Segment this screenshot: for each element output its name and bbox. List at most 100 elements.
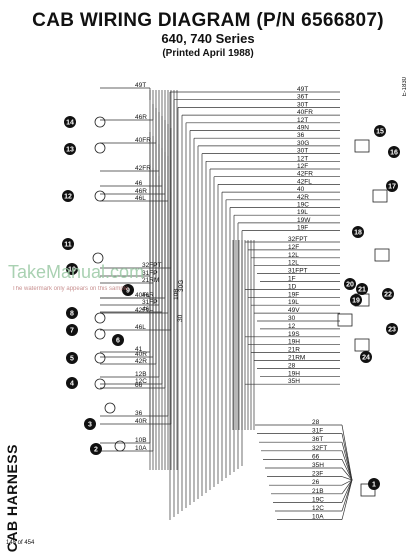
wire-label: 19H (288, 370, 300, 377)
wire-label: 12T (297, 155, 308, 162)
svg-text:20: 20 (346, 282, 354, 289)
wire-label: 42FL (135, 307, 150, 314)
wire-label: 40R (135, 351, 147, 358)
wire-label: 21RM (142, 277, 159, 284)
svg-text:21: 21 (358, 287, 366, 294)
wire-label: 30T (297, 148, 308, 155)
wire-label: 30G (297, 140, 309, 147)
wire-label: 36T (312, 436, 323, 443)
wire-label: 19F (288, 291, 299, 298)
component-symbol (372, 189, 388, 203)
wire-label: 19F (297, 225, 308, 232)
wire-label: 42FR (135, 165, 151, 172)
wire-label: 10B (135, 437, 147, 444)
wire-label: 1D (288, 283, 297, 290)
connector-callout-1: 1 (368, 478, 380, 490)
wire-label: 19L (288, 299, 299, 306)
wire-label: 12T (297, 117, 308, 124)
svg-text:10: 10 (68, 267, 76, 274)
wire-label: 36 (297, 132, 305, 139)
wire (341, 442, 353, 481)
wire-label: 49T (135, 82, 146, 89)
svg-text:18: 18 (354, 230, 362, 237)
svg-text:11: 11 (64, 242, 72, 249)
wire-label: 10B (173, 288, 180, 300)
svg-text:23: 23 (388, 327, 396, 334)
svg-text:5: 5 (70, 356, 74, 363)
connector-callout-24: 24 (360, 351, 372, 363)
component-symbol (104, 402, 116, 414)
wire-label: 19S (288, 331, 300, 338)
wire-label: 42FL (297, 178, 312, 185)
component-symbol (354, 338, 370, 352)
wire-label: 42R (297, 194, 309, 201)
wire-label: 36 (135, 410, 143, 417)
connector-callout-9: 9 (122, 284, 134, 296)
svg-text:14: 14 (66, 120, 74, 127)
wire-label: 19H (288, 339, 300, 346)
wire (341, 479, 353, 520)
svg-text:2: 2 (94, 447, 98, 454)
wire-label: 30G (178, 280, 185, 292)
print-date: (Printed April 1988) (162, 48, 254, 59)
component-symbol (94, 190, 106, 202)
wire-label: 21RM (288, 355, 305, 362)
wire-label: 12B (135, 371, 147, 378)
wire (341, 467, 353, 481)
wire-label: 19C (297, 202, 309, 209)
wire-label: 30 (288, 315, 296, 322)
wire-label: 40 (297, 186, 305, 193)
svg-text:13: 13 (66, 147, 74, 154)
connector-callout-7: 7 (66, 324, 78, 336)
wire-label: 36T (297, 94, 308, 101)
connector-callout-15: 15 (374, 125, 386, 137)
connector-callout-17: 17 (386, 180, 398, 192)
connector-callout-3: 3 (84, 418, 96, 430)
wire-label: 49V (288, 307, 300, 314)
connector-callout-6: 6 (112, 334, 124, 346)
wire-label: 30 (177, 314, 184, 322)
wire-label: 46R (135, 188, 147, 195)
connector-callout-22: 22 (382, 288, 394, 300)
connector-callout-19: 19 (350, 294, 362, 306)
svg-text:7: 7 (70, 328, 74, 335)
svg-text:15: 15 (376, 129, 384, 136)
svg-text:12: 12 (64, 194, 72, 201)
component-symbol (94, 142, 106, 154)
wire-label: 46R (142, 292, 154, 299)
side-label: CAB HARNESS (4, 444, 20, 553)
wire (341, 479, 353, 503)
connector-callout-16: 16 (388, 146, 400, 158)
wire-label: 10A (135, 445, 147, 452)
wire-label: 42FR (297, 171, 313, 178)
page-title: CAB WIRING DIAGRAM (P/N 6566807) (32, 10, 384, 31)
wire-label: 35H (288, 378, 300, 385)
component-symbol (94, 312, 106, 324)
wire-label: 31FP (142, 299, 158, 306)
wire-label: 30T (297, 101, 308, 108)
wire-label: 40FR (297, 109, 313, 116)
wire-label: 40FR (135, 137, 151, 144)
component-symbol (92, 252, 104, 264)
wire-label: 41 (135, 346, 143, 353)
watermark-brand: TakeManual.com (8, 262, 145, 282)
svg-text:16: 16 (390, 150, 398, 157)
connector-callout-8: 8 (66, 307, 78, 319)
svg-text:6: 6 (116, 338, 120, 345)
wire-label: 49N (297, 125, 309, 132)
watermark-note: The watermark only appears on this sampl… (12, 286, 129, 292)
connector-callout-23: 23 (386, 323, 398, 335)
connector-callout-13: 13 (64, 143, 76, 155)
svg-text:4: 4 (70, 381, 74, 388)
wire-label: 46L (135, 324, 146, 331)
connector-callout-21: 21 (356, 283, 368, 295)
wire-label: 31FPT (288, 268, 308, 275)
connector-callout-18: 18 (352, 226, 364, 238)
wire-label: 46L (135, 195, 146, 202)
connector-callout-2: 2 (90, 443, 102, 455)
wire-label: 21R (288, 347, 300, 354)
component-symbol (94, 328, 106, 340)
wire-label: 28 (312, 419, 320, 426)
component-symbol (337, 313, 353, 327)
wire-label: 1F (288, 276, 296, 283)
